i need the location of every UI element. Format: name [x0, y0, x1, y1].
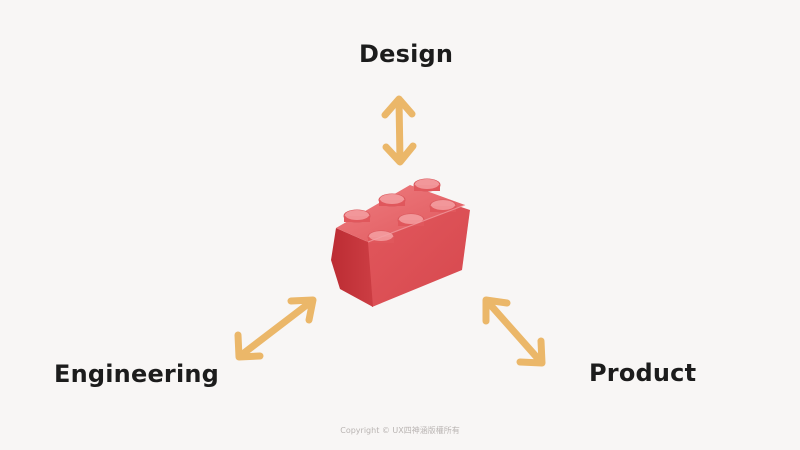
brick-icon: [331, 178, 470, 307]
copyright-text: Copyright © UX四神涵版權所有: [340, 426, 460, 435]
label-design: Design: [359, 40, 454, 68]
label-product: Product: [589, 359, 697, 387]
arrow-product: [482, 296, 546, 367]
arrow-design: [381, 95, 417, 166]
label-engineering: Engineering: [54, 360, 220, 388]
arrow-engineering: [234, 296, 317, 361]
